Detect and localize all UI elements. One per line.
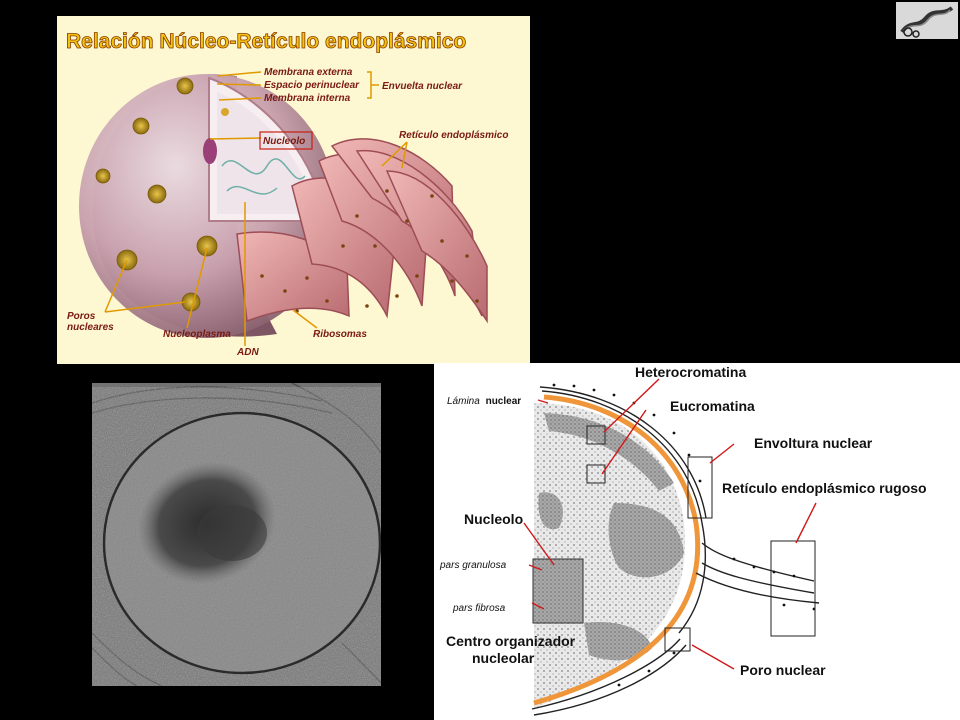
euchromatin-field: [534, 403, 686, 708]
label-pores-line2: nucleares: [67, 322, 114, 333]
nuclear-envelope-membranes: [531, 386, 820, 716]
nucleolus-body: [203, 138, 217, 164]
label-outer-membrane: Membrana externa: [264, 67, 353, 78]
label-nucleoplasm: Nucleoplasma: [163, 329, 231, 340]
nucleus-er-illustration: Relación Núcleo-Retículo endoplásmico: [57, 16, 530, 364]
nuclear-envelope-schematic: Heterocromatina Lámina nuclear Eucromati…: [434, 363, 960, 720]
nuclear-pores: [95, 77, 218, 312]
label-lamina-italic: Lámina: [447, 396, 480, 407]
dna-strands: [221, 158, 306, 195]
label-nucleolus: Nucleolo: [464, 511, 523, 527]
label-rough-er: Retículo endoplásmico rugoso: [722, 480, 927, 496]
red-arrows: [523, 378, 817, 670]
label-nucleolus: Nucleolo: [263, 136, 305, 147]
label-pores-line1: Poros: [67, 311, 96, 322]
ribosome-dots: [260, 189, 479, 313]
nucleoplasm-region: [217, 92, 315, 214]
label-endoplasmic-reticulum: Retículo endoplásmico: [399, 130, 508, 141]
nucleus-electron-micrograph: [92, 383, 381, 686]
label-ribosomes: Ribosomas: [313, 329, 367, 340]
nucleolus-label-box: [259, 131, 313, 150]
label-dna: ADN: [236, 347, 259, 358]
top-diagram-title: Relación Núcleo-Retículo endoplásmico: [66, 30, 466, 53]
cytoplasm-membranes: [92, 383, 381, 686]
nucleus-er-svg: Relación Núcleo-Retículo endoplásmico: [66, 30, 509, 358]
label-organizer-line1: Centro organizador: [446, 633, 576, 649]
label-nuclear-lamina: Lámina nuclear: [447, 396, 521, 407]
scissors-coil-logo-icon: [896, 2, 958, 39]
highlight-boxes: [586, 425, 816, 652]
label-pars-fibrosa: pars fibrosa: [452, 603, 506, 614]
label-nuclear-pore: Poro nuclear: [740, 662, 826, 678]
envelope-schematic-svg: Heterocromatina Lámina nuclear Eucromati…: [439, 364, 927, 716]
micrograph-svg: [92, 383, 381, 686]
leader-lines: [104, 71, 408, 346]
label-organizer-line2: nucleolar: [472, 650, 535, 666]
nuclear-lamina: [533, 394, 701, 706]
heterochromatin-patches: [538, 413, 684, 661]
label-pars-granulosa: pars granulosa: [439, 560, 507, 571]
label-perinuclear-space: Espacio perinuclear: [264, 80, 360, 91]
label-lamina-bold: nuclear: [486, 396, 522, 407]
label-euchromatin: Eucromatina: [670, 398, 755, 414]
label-heterochromatin: Heterocromatina: [635, 364, 746, 380]
label-inner-membrane: Membrana interna: [264, 93, 351, 104]
nucleolus-box: [532, 558, 584, 624]
label-nuclear-envelope: Envuelta nuclear: [382, 81, 463, 92]
label-nuclear-envelope: Envoltura nuclear: [754, 435, 873, 451]
